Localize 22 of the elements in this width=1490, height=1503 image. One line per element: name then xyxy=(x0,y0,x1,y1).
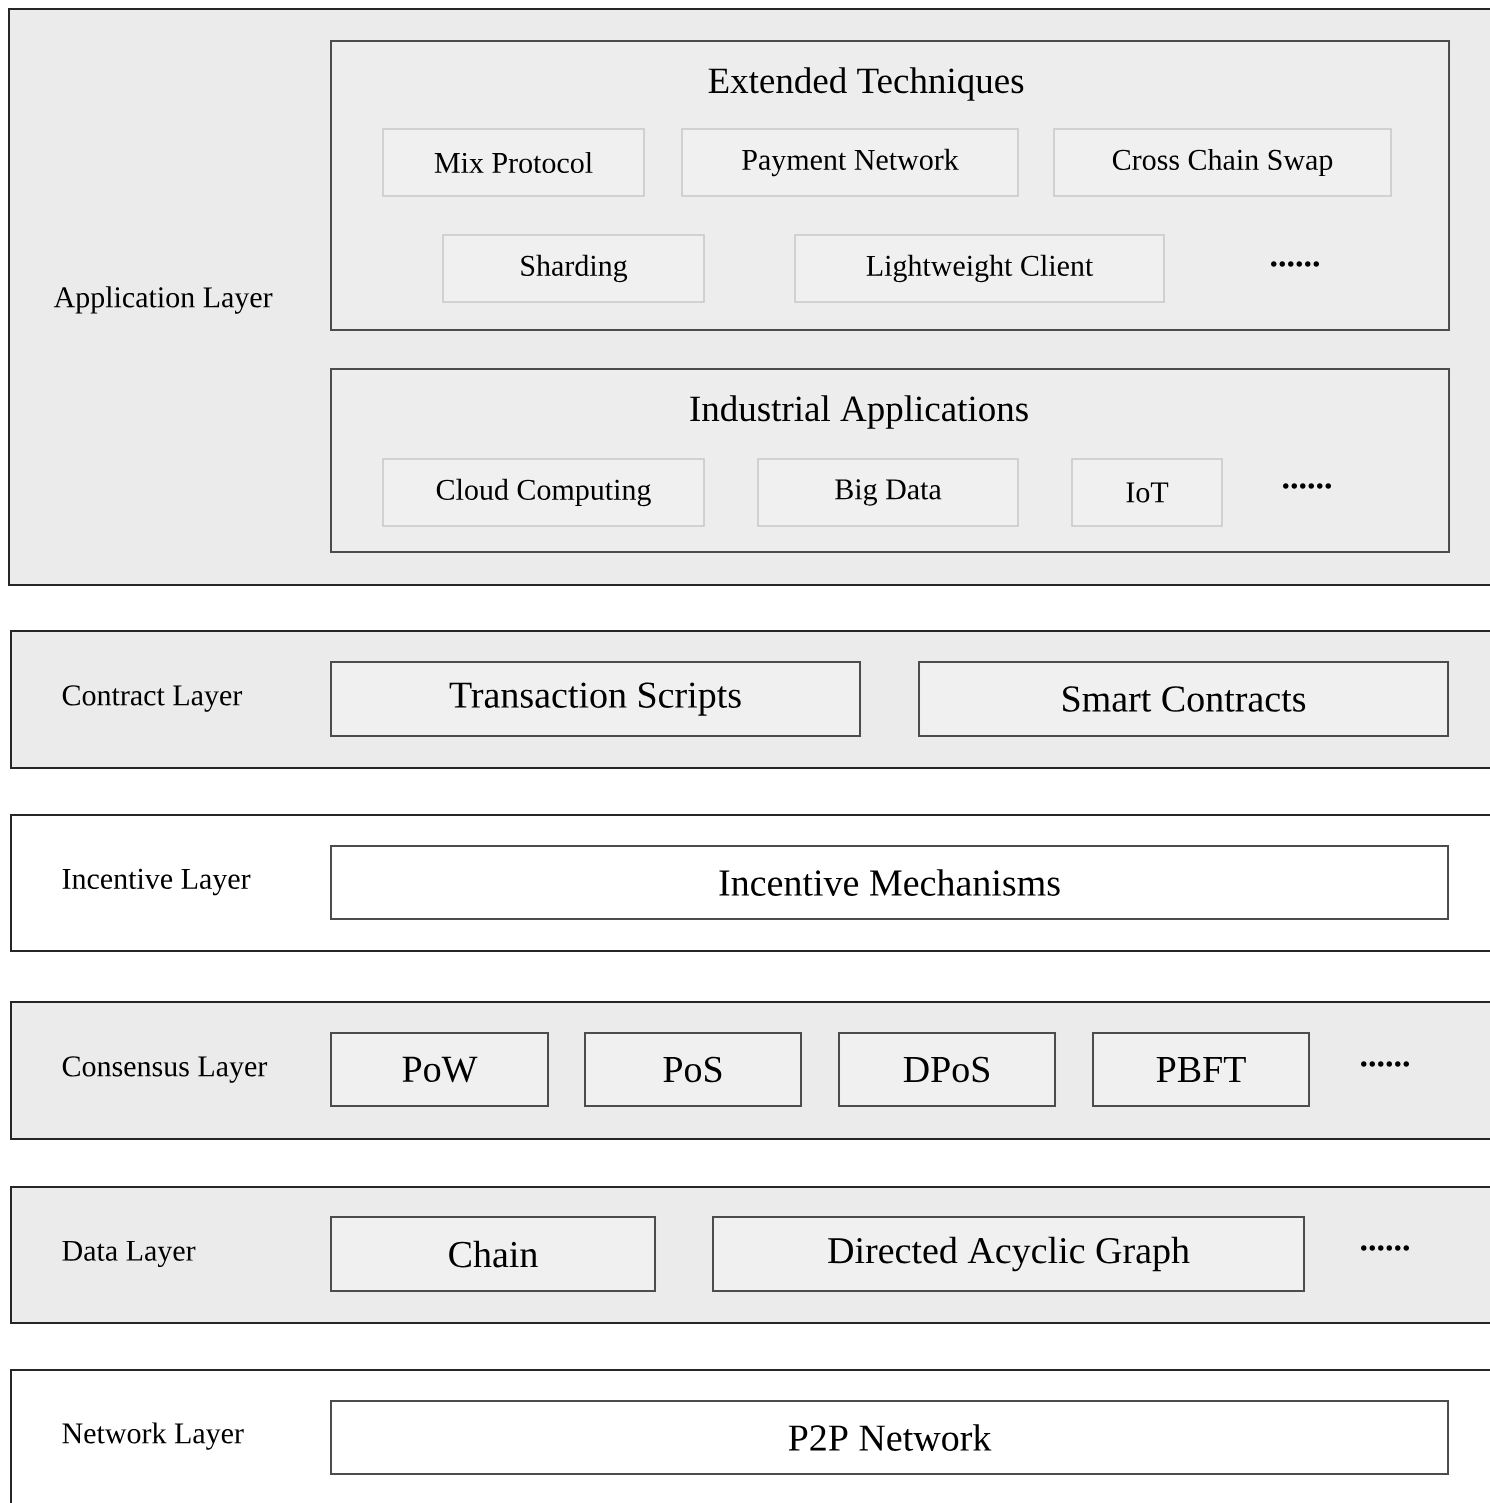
component-box: DPoS xyxy=(838,1032,1056,1107)
component-box: P2P Network xyxy=(330,1400,1449,1475)
component-box: Mix Protocol xyxy=(382,128,645,197)
component-box: Big Data xyxy=(757,458,1019,527)
component-box: Sharding xyxy=(442,234,705,303)
component-box: PoS xyxy=(584,1032,802,1107)
ellipsis: ...... xyxy=(1271,261,1320,267)
component-box: Incentive Mechanisms xyxy=(330,845,1449,920)
ellipsis: ...... xyxy=(1361,1061,1410,1067)
component-box: Directed Acyclic Graph xyxy=(712,1216,1305,1292)
ellipsis: ...... xyxy=(1283,483,1332,489)
component-box: Chain xyxy=(330,1216,656,1292)
component-box: Lightweight Client xyxy=(794,234,1165,303)
component-box: PBFT xyxy=(1092,1032,1310,1107)
component-box: Cross Chain Swap xyxy=(1053,128,1392,197)
component-box: Cloud Computing xyxy=(382,458,705,527)
component-box: IoT xyxy=(1071,458,1223,527)
component-box: Smart Contracts xyxy=(918,661,1449,737)
component-box: Payment Network xyxy=(681,128,1019,197)
ellipsis: ...... xyxy=(1361,1245,1410,1251)
component-box: PoW xyxy=(330,1032,549,1107)
component-box: Transaction Scripts xyxy=(330,661,861,737)
